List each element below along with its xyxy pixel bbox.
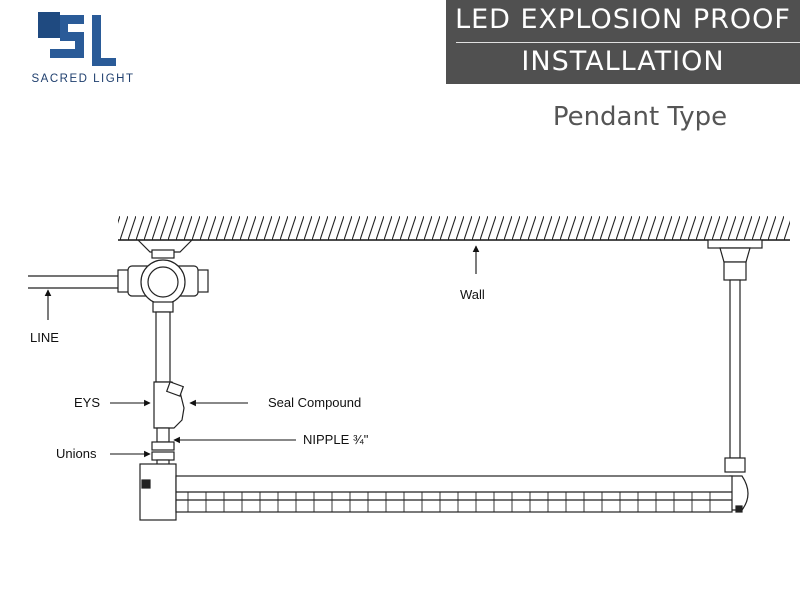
label-eys: EYS xyxy=(74,395,100,410)
brand-logo: SACRED LIGHT xyxy=(18,12,148,87)
left-drop-conduit xyxy=(151,311,185,475)
leader-arrows xyxy=(44,245,480,458)
led-light-fixture xyxy=(139,463,749,521)
brand-name: SACRED LIGHT xyxy=(31,73,135,85)
header-title-line2: INSTALLATION xyxy=(521,46,725,77)
header-banner: LED EXPLOSION PROOF INSTALLATION xyxy=(446,0,800,84)
label-nipple: NIPPLE ¾" xyxy=(303,432,369,447)
header-divider xyxy=(456,42,800,43)
right-pendant-mount xyxy=(707,239,763,473)
label-line: LINE xyxy=(30,330,59,345)
page-subtitle: Pendant Type xyxy=(552,102,728,132)
line-conduit xyxy=(28,275,126,289)
label-wall: Wall xyxy=(460,287,485,302)
sl-logo-mark xyxy=(38,12,116,66)
label-seal-compound: Seal Compound xyxy=(268,395,361,410)
header-title-line1: LED EXPLOSION PROOF xyxy=(455,4,791,35)
label-unions: Unions xyxy=(56,446,97,461)
junction-box xyxy=(117,239,209,313)
ceiling xyxy=(118,216,790,241)
